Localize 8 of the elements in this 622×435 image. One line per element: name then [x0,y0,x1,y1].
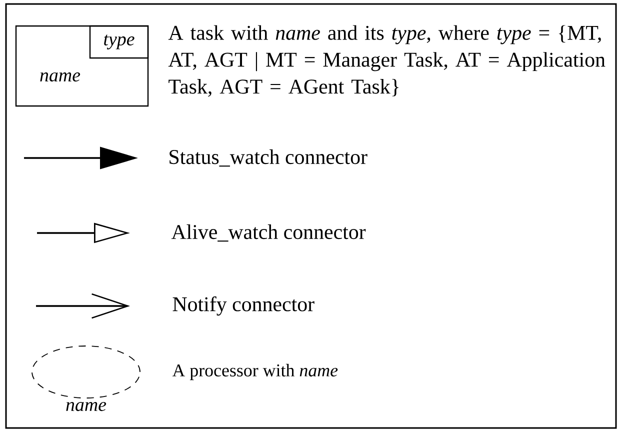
legend-text: A task with name and its type, where type = {MT, AT, AGT | MT = Manager Task, AT = Application Task, AGT = AGent Task} [168,25,606,97]
legend-text: Status_watch connector [170,149,368,167]
type-box: type [89,25,149,59]
processor-name: name [66,402,106,412]
legend-text: Notify connector [172,296,314,316]
processor-ellipse [32,346,140,398]
legend-text: A processor with name [172,364,338,380]
legend-text: Alive_watch connector [171,224,366,242]
